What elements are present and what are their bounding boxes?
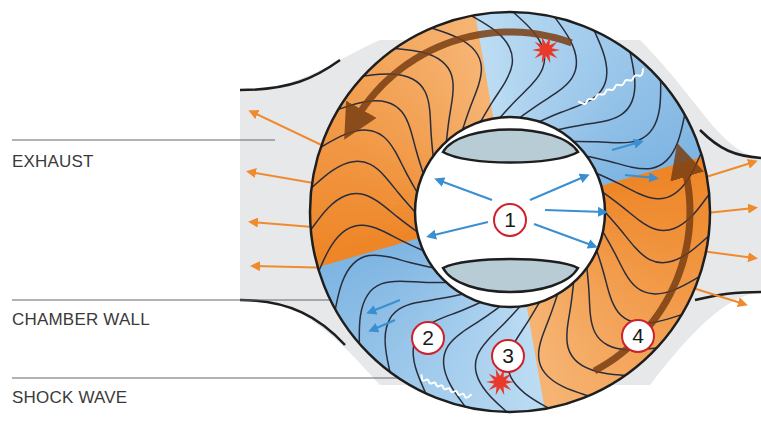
- centre-body: [443, 130, 578, 163]
- pressure-wave: [578, 68, 643, 104]
- flow-line: [587, 115, 685, 169]
- flow-line: [363, 74, 433, 156]
- flow-line: [574, 80, 661, 142]
- fuel-inflow-arrow: [534, 224, 594, 246]
- duct-wall: [240, 300, 345, 345]
- flow-line: [338, 101, 423, 174]
- flow-line: [335, 255, 433, 309]
- flow-line: [319, 225, 423, 271]
- centre-body: [443, 259, 578, 292]
- flow-line: [385, 294, 462, 372]
- fuel-inflow-arrow: [438, 180, 492, 200]
- callout-number: 1: [493, 203, 527, 237]
- flow-line: [558, 52, 635, 130]
- fuel-inflow-arrow: [372, 320, 395, 330]
- leader-line: [12, 300, 360, 301]
- flow-line: [500, 12, 545, 117]
- inner-wall: [415, 117, 605, 307]
- fuel-inflow-arrow: [612, 142, 640, 150]
- callout-number: 3: [491, 339, 525, 373]
- rotation-arrow: [351, 32, 571, 127]
- duct-wall: [700, 130, 761, 158]
- callout-number: 4: [621, 319, 655, 353]
- part-label: CHAMBER WALL: [12, 310, 150, 330]
- exhaust-arrow: [252, 112, 332, 150]
- combustion-chamber: [310, 12, 710, 412]
- flow-line: [321, 130, 417, 192]
- flow-line: [567, 283, 625, 376]
- rotation-arrow: [595, 156, 690, 371]
- flow-line: [539, 294, 589, 396]
- flow-line: [311, 161, 415, 212]
- fuel-inflow-arrow: [370, 300, 400, 312]
- fuel-inflow-arrow: [625, 175, 655, 178]
- flow-line: [395, 48, 453, 141]
- leader-line: [12, 140, 275, 141]
- flow-line: [311, 194, 417, 232]
- callout-number: 2: [411, 321, 445, 355]
- fuel-inflow-arrow: [530, 176, 586, 200]
- fuel-inflow-arrow: [545, 210, 604, 212]
- ring-segment: [503, 12, 511, 117]
- duct-wall: [240, 60, 340, 90]
- part-label: EXHAUST: [12, 152, 94, 172]
- flow-line: [597, 251, 682, 324]
- outer-wall: [310, 12, 710, 412]
- leader-line: [12, 378, 413, 379]
- pressure-wave: [421, 374, 471, 398]
- fuel-inflow-arrow: [430, 222, 488, 236]
- part-label: SHOCK WAVE: [12, 388, 127, 408]
- detonation-burst: [532, 37, 560, 64]
